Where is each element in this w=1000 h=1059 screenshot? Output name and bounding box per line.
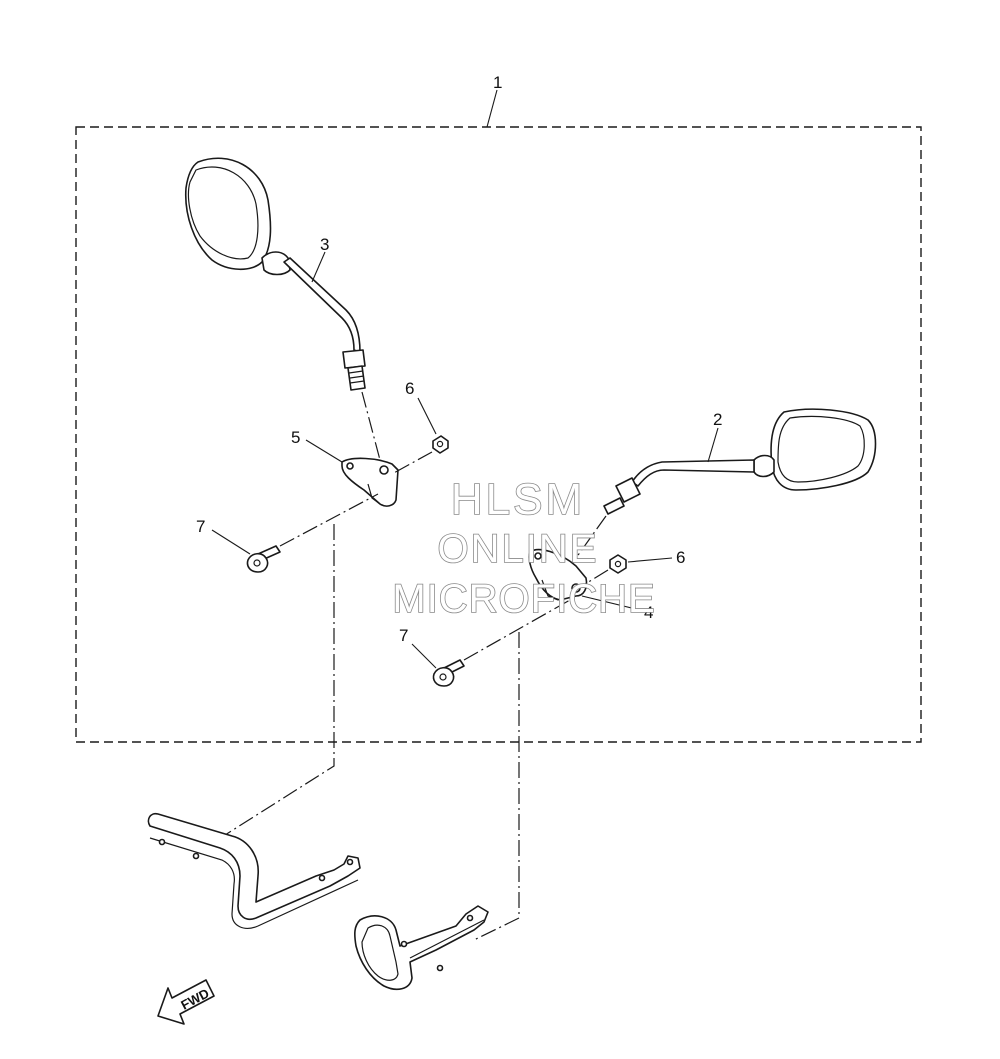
left-bolt-head (246, 552, 269, 573)
callout-part-7-left[interactable]: 7 (196, 517, 205, 536)
right-mirror-stem (631, 459, 755, 487)
callout-part-1[interactable]: 1 (493, 73, 502, 92)
watermark: HLSM ONLINE MICROFICHE (392, 474, 656, 622)
right-mirror-glass (777, 415, 865, 483)
left-mirror-stem (283, 257, 361, 353)
centerline-left-to-bar (213, 524, 335, 843)
left-mirror-glass (187, 166, 259, 260)
leader-part-6-right (627, 557, 673, 563)
fwd-arrow-icon (157, 979, 215, 1025)
callout-part-5[interactable]: 5 (291, 428, 300, 447)
leader-part-4 (581, 595, 641, 611)
forward-direction-arrow: FWD (157, 979, 215, 1025)
centerline-left-mirror (361, 391, 381, 461)
leader-part-2 (707, 427, 719, 463)
right-handlebar-section (354, 905, 489, 991)
left-bolt[interactable] (246, 545, 281, 573)
left-mirror-housing (184, 157, 272, 271)
leader-part-1 (486, 89, 498, 128)
left-nut[interactable] (432, 435, 449, 454)
right-mirror-thread (603, 497, 625, 515)
callout-part-6-right[interactable]: 6 (676, 548, 685, 567)
centerline-right-to-bar (473, 632, 520, 941)
leader-part-7-left (211, 529, 251, 555)
leader-part-6-left (417, 397, 437, 435)
right-mirror-boot (753, 454, 775, 478)
callout-part-6-left[interactable]: 6 (405, 379, 414, 398)
watermark-line-2: ONLINE (438, 527, 599, 571)
watermark-line-1: HLSM (451, 475, 585, 524)
left-mirror-nut (342, 349, 366, 369)
left-bracket[interactable] (341, 457, 399, 507)
callout-part-3[interactable]: 3 (320, 235, 329, 254)
leader-part-3 (311, 251, 326, 283)
watermark-line-3: MICROFICHE (392, 577, 655, 621)
right-bolt-head (432, 666, 455, 687)
right-nut[interactable] (609, 554, 627, 574)
left-handlebar-section (147, 812, 361, 929)
callout-part-4[interactable]: 4 (644, 603, 653, 622)
fwd-label: FWD (178, 985, 211, 1012)
assembly-boundary-box (75, 126, 922, 743)
leader-part-7-right (411, 643, 437, 669)
right-mirror[interactable] (603, 408, 877, 515)
leader-part-5 (305, 439, 343, 463)
right-bracket[interactable] (528, 548, 588, 601)
left-mirror-boot (261, 251, 291, 276)
right-mirror-nut (615, 477, 641, 503)
right-bolt[interactable] (432, 659, 465, 687)
callout-part-2[interactable]: 2 (713, 410, 722, 429)
callout-part-7-right[interactable]: 7 (399, 626, 408, 645)
left-mirror[interactable] (184, 157, 366, 391)
